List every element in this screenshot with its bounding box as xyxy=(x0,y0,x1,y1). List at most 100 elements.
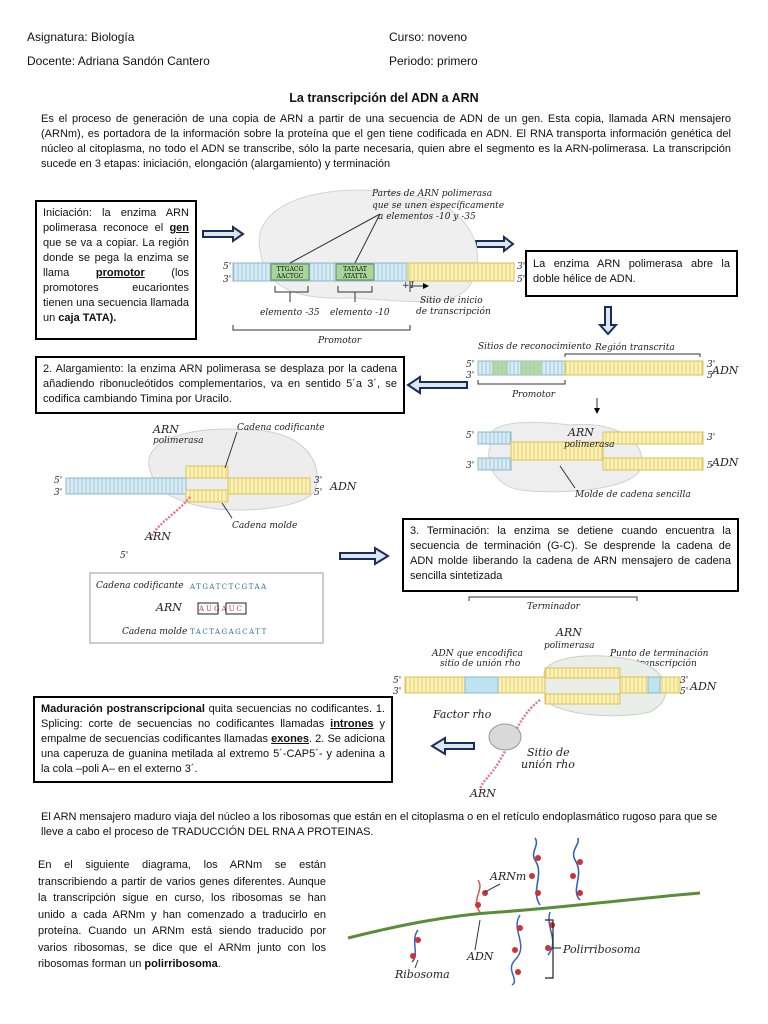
maduracion-text-2: y empalme de secuencias codificantes lla… xyxy=(41,718,385,745)
block-arrow-down xyxy=(597,306,619,336)
five-prime-4r: 5' xyxy=(314,488,322,498)
terminacion-box: 3. Terminación: la enzima se detiene cua… xyxy=(402,518,739,592)
seq-35-bottom: AACTGC xyxy=(276,273,304,280)
five-prime-3: 5' xyxy=(466,431,474,441)
polirribosoma-term: polirribosoma xyxy=(144,958,218,970)
polimerasa-label-3: polimerasa xyxy=(564,440,614,450)
three-prime-3r: 3' xyxy=(707,433,715,443)
block-arrow-right-2 xyxy=(339,546,390,566)
block-arrow-left-2 xyxy=(430,736,475,756)
elongation-diagram: 5' 3' 3' 5' ADN ARN polimerasa Cadena co… xyxy=(54,423,357,561)
five-prime-5: 5' xyxy=(393,676,401,686)
maduracion-text-3: . 2. Se adiciona una caperuza de guanina… xyxy=(41,733,385,775)
three-prime-label: 3' xyxy=(223,275,231,285)
sequence-box: Cadena codificante ATGATCTCGTAA ARN AUGA… xyxy=(89,572,324,644)
termination-diagram: Terminador ARN polimerasa ADN que encodi… xyxy=(393,596,717,800)
element-35-label: elemento -35 xyxy=(260,308,320,318)
arnm-label: ARNm xyxy=(489,870,526,883)
promotor-label: Promotor xyxy=(317,336,362,346)
course-label: Curso: noveno xyxy=(389,30,468,44)
polirribosoma-paragraph: En el siguiente diagrama, los ARNm se es… xyxy=(38,857,326,973)
ribosoma-label: Ribosoma xyxy=(394,968,450,981)
adn-code-1: ADN que encodifica xyxy=(431,649,523,659)
recognition-diagram: Sitios de reconocimiento Región transcri… xyxy=(466,342,739,500)
seq-codificante-label: Cadena codificante xyxy=(96,581,184,591)
adn-label-5: ADN xyxy=(689,680,717,693)
adn-label-6: ADN xyxy=(466,950,494,963)
arn-label-3: ARN xyxy=(567,426,594,439)
three-prime-3: 3' xyxy=(466,461,474,471)
three-prime-2: 3' xyxy=(466,371,474,381)
seq-molde-label: Cadena molde xyxy=(122,627,187,637)
iniciacion-text-1: Iniciación: la enzima ARN polimerasa rec… xyxy=(43,207,189,234)
five-prime-label: 5' xyxy=(223,262,231,272)
three-prime-4: 3' xyxy=(54,488,62,498)
arn-label-4: ARN xyxy=(152,423,179,436)
three-prime-2r: 3' xyxy=(707,360,715,370)
iniciacion-text-2: que se va a copiar. La región donde se p… xyxy=(43,237,189,279)
sitios-label: Sitios de reconocimiento xyxy=(478,342,592,352)
punto-1: Punto de terminación xyxy=(609,648,709,659)
gen-term: gen xyxy=(169,222,189,234)
maduracion-text-1: quita secuencias no codificantes. 1. Spl… xyxy=(41,703,385,730)
promotor-label-2: Promotor xyxy=(511,390,556,400)
seq-arn-label: ARN xyxy=(155,601,182,614)
adn-label-4: ADN xyxy=(329,480,357,493)
tata-term: caja TATA). xyxy=(58,312,117,324)
period-label: Periodo: primero xyxy=(389,54,478,68)
maduracion-box: Maduración postranscripcional quita secu… xyxy=(33,696,393,783)
seq-molde: TACTAGAGCATT xyxy=(190,628,268,636)
polirribosoma-label: Polirribosoma xyxy=(562,943,641,956)
plus-one-label: +1 xyxy=(402,281,415,291)
intrones-term: intrones xyxy=(330,718,374,730)
three-prime-label-right: 3' xyxy=(517,262,525,272)
five-prime-4: 5' xyxy=(54,476,62,486)
sitio-rho-2: unión rho xyxy=(521,758,575,771)
seq-35-top: TTGACG xyxy=(277,266,304,273)
iniciacion-text-3: (los promotores eucariontes tienen una s… xyxy=(43,267,190,324)
region-label: Región transcrita xyxy=(594,342,675,353)
exones-term: exones xyxy=(271,733,310,745)
arn-tail-label: ARN xyxy=(144,530,171,543)
five-prime-label-right: 5' xyxy=(517,275,525,285)
polirribosoma-end: . xyxy=(217,958,221,970)
three-prime-5r: 3' xyxy=(680,676,688,686)
codificante-label: Cadena codificante xyxy=(237,423,325,433)
sitio-rho-1: Sitio de xyxy=(527,746,570,759)
page-title: La transcripción del ADN a ARN xyxy=(289,91,479,105)
polimerasa-label-4: polimerasa xyxy=(153,436,203,446)
three-prime-4r: 3' xyxy=(314,476,322,486)
terminador-label: Terminador xyxy=(527,602,581,612)
five-prime-2r: 5' xyxy=(707,371,715,381)
three-prime-5: 3' xyxy=(393,687,401,697)
abre-box: La enzima ARN polimerasa abre la doble h… xyxy=(525,250,738,297)
polimerasa-parts-sub1: que se unen específicamente xyxy=(372,200,504,211)
sitio-inicio-2: de transcripción xyxy=(416,306,491,317)
polimerasa-parts-sub2: a elementos -10 y -35 xyxy=(378,212,476,222)
five-prime-3r: 5' xyxy=(707,461,715,471)
molde-label-4: Cadena molde xyxy=(232,521,297,531)
element-10-label: elemento -10 xyxy=(330,308,390,318)
intro-paragraph: Es el proceso de generación de una copia… xyxy=(41,113,731,170)
adn-label-2: ADN xyxy=(711,364,739,377)
seq-10-bottom: ATATTA xyxy=(342,273,367,280)
five-prime-2: 5' xyxy=(466,360,474,370)
molde-label: Molde de cadena sencilla xyxy=(574,490,691,500)
maduracion-lead: Maduración postranscripcional xyxy=(41,703,205,715)
polirribosoma-text: En el siguiente diagrama, los ARNm se es… xyxy=(38,859,326,970)
seq-codificante: ATGATCTCGTAA xyxy=(189,583,268,591)
block-arrow-1 xyxy=(202,225,245,243)
block-arrow-left-1 xyxy=(406,375,468,395)
promotor-term: promotor xyxy=(95,267,145,279)
teacher-label: Docente: Adriana Sandón Cantero xyxy=(27,54,210,68)
five-prime-arn: 5' xyxy=(120,551,128,561)
sitio-inicio-1: Sitio de inicio xyxy=(420,296,483,306)
arn-label-5: ARN xyxy=(555,626,582,639)
adn-label-3: ADN xyxy=(711,456,739,469)
traduccion-paragraph: El ARN mensajero maduro viaja del núcleo… xyxy=(41,811,718,838)
polimerasa-parts-title: Partes de ARN polimerasa xyxy=(371,189,492,199)
subject-label: Asignatura: Biología xyxy=(27,30,135,44)
seq-10-top: TATAAT xyxy=(343,266,367,273)
seq-arn: AUGAUC xyxy=(198,605,244,613)
